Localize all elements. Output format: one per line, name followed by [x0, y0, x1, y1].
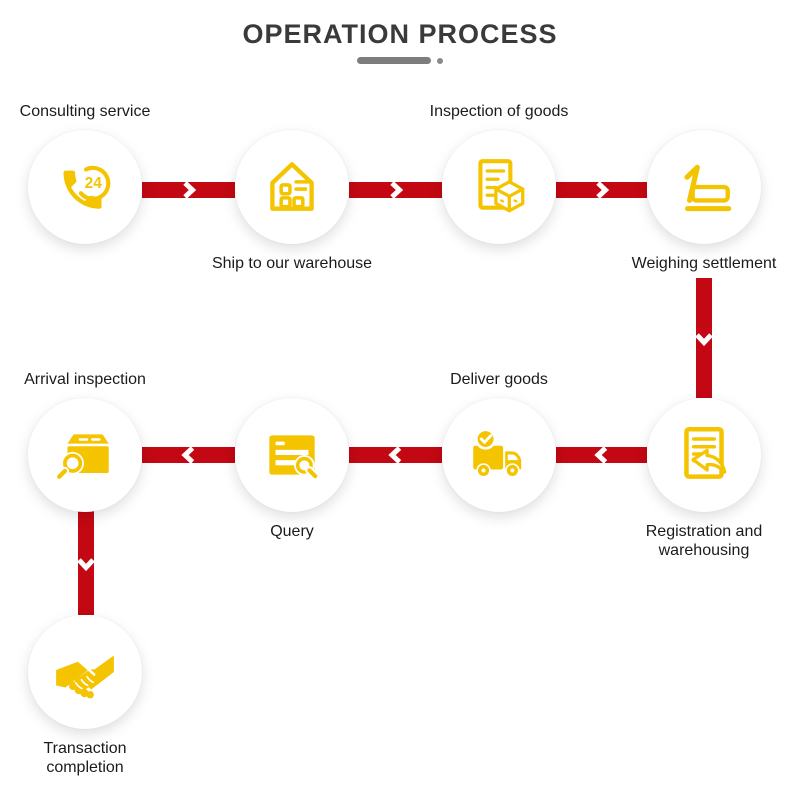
- arrow-2-3: [349, 182, 442, 198]
- step-transaction-completion: Transaction completion: [28, 615, 142, 776]
- step-circle: [442, 398, 556, 512]
- step-label: Inspection of goods: [429, 103, 569, 120]
- arrow-5-6: [556, 447, 647, 463]
- step-circle: 24: [28, 130, 142, 244]
- arrow-6-7: [349, 447, 442, 463]
- step-circle: [647, 398, 761, 512]
- step-query: Query: [235, 398, 349, 540]
- arrow-8-9: [78, 511, 94, 615]
- step-circle: [28, 615, 142, 729]
- underline-dot: [437, 57, 443, 64]
- step-circle: [442, 130, 556, 244]
- svg-text:24: 24: [85, 175, 103, 192]
- package-search-icon: [55, 434, 109, 481]
- document-cube-icon: [478, 159, 525, 213]
- step-inspection-of-goods: Inspection of goods: [430, 103, 568, 244]
- step-label: Registration and warehousing: [645, 523, 763, 559]
- step-consulting-service: Consulting service 24: [20, 103, 150, 244]
- delivery-truck-icon: [473, 428, 522, 478]
- step-ship-to-warehouse: Ship to our warehouse: [212, 130, 372, 272]
- step-circle: [235, 130, 349, 244]
- page-title: OPERATION PROCESS: [242, 19, 558, 49]
- query-search-window-icon: [269, 435, 320, 481]
- step-weighing-settlement: Weighing settlement: [632, 130, 776, 272]
- step-label: Query: [270, 523, 314, 540]
- step-label: Ship to our warehouse: [211, 255, 373, 272]
- step-registration-warehousing: Registration and warehousing: [646, 398, 762, 559]
- step-label: Transaction completion: [43, 740, 127, 776]
- step-label: Consulting service: [19, 103, 151, 120]
- handshake-icon: [56, 655, 114, 699]
- title-underline: [357, 57, 443, 64]
- arrow-4-5: [696, 278, 712, 398]
- underline-bar: [357, 57, 431, 64]
- step-label: Arrival inspection: [24, 371, 146, 388]
- step-arrival-inspection: Arrival inspection: [24, 371, 146, 512]
- step-deliver-goods: Deliver goods: [442, 371, 556, 512]
- arrow-3-4: [556, 182, 647, 198]
- step-circle: [235, 398, 349, 512]
- arrow-7-8: [142, 447, 235, 463]
- step-label: Weighing settlement: [631, 255, 777, 272]
- document-return-arrow-icon: [684, 426, 727, 479]
- weighbridge-scale-icon: [684, 164, 732, 212]
- arrow-1-2: [142, 182, 235, 198]
- step-circle: [28, 398, 142, 512]
- phone-24-icon: 24: [63, 165, 111, 209]
- step-circle: [647, 130, 761, 244]
- warehouse-icon: [270, 162, 314, 211]
- step-label: Deliver goods: [450, 371, 548, 388]
